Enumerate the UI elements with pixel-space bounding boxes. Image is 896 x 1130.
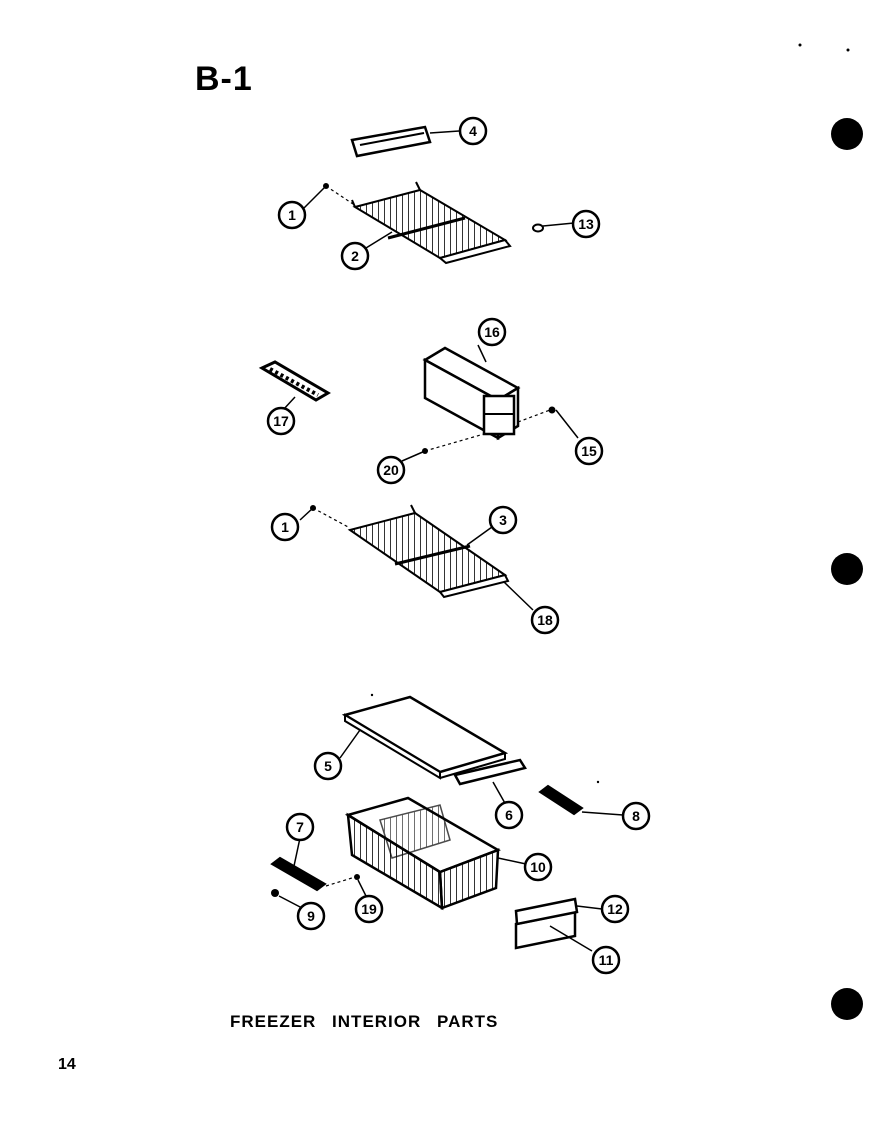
callout-8: 8 — [621, 801, 651, 831]
callout-1: 1 — [277, 200, 307, 230]
callout-label: 6 — [505, 807, 513, 823]
part-8-slide-rail-right — [538, 784, 624, 816]
part-7-slide-rail-left — [270, 837, 327, 892]
part-20-screw — [401, 433, 485, 462]
callout-16: 16 — [477, 317, 507, 347]
callout-label: 10 — [530, 859, 546, 875]
part-4-shelf-trim — [350, 125, 460, 158]
callout-6: 6 — [494, 800, 524, 830]
callout-13: 13 — [571, 209, 601, 239]
callout-label: 2 — [351, 248, 359, 264]
part-9-screw — [271, 889, 303, 909]
callout-1: 1 — [270, 512, 300, 542]
callout-20: 20 — [376, 455, 406, 485]
part-10-wire-basket — [344, 796, 527, 911]
part-17-ice-tray — [258, 360, 331, 411]
page-title: B-1 — [195, 60, 253, 98]
callout-label: 1 — [281, 519, 289, 535]
binder-hole — [831, 988, 863, 1020]
callout-label: 9 — [307, 908, 315, 924]
diagram-caption: FREEZER INTERIOR PARTS — [230, 1012, 499, 1031]
callout-label: 12 — [607, 901, 623, 917]
callout-12: 12 — [600, 894, 630, 924]
part-2-upper-wire-shelf — [351, 181, 512, 265]
part-6-cover-trim — [453, 758, 527, 806]
callout-17: 17 — [266, 406, 296, 436]
callout-label: 4 — [469, 123, 477, 139]
callout-4: 4 — [458, 116, 488, 146]
page-number: 14 — [58, 1056, 76, 1073]
callout-label: 7 — [296, 819, 304, 835]
callout-label: 11 — [599, 952, 614, 968]
callout-2: 2 — [340, 241, 370, 271]
part-1-screw-lower — [299, 505, 351, 529]
callout-label: 3 — [499, 512, 507, 528]
part-1-screw — [301, 183, 354, 211]
callout-label: 18 — [537, 612, 553, 628]
callout-label: 20 — [383, 462, 399, 478]
callout-label: 1 — [288, 207, 296, 223]
callout-label: 16 — [484, 324, 500, 340]
binder-hole — [831, 553, 863, 585]
callout-5: 5 — [313, 751, 343, 781]
callout-label: 17 — [273, 413, 289, 429]
callout-label: 15 — [581, 443, 597, 459]
part-19-screw — [325, 874, 367, 897]
callout-9: 9 — [296, 901, 326, 931]
callout-19: 19 — [354, 894, 384, 924]
part-15-fastener — [517, 406, 579, 439]
callout-label: 13 — [578, 216, 594, 232]
callout-label: 19 — [361, 901, 377, 917]
part-12-handle — [514, 897, 603, 926]
binder-hole — [831, 118, 863, 150]
callout-18: 18 — [530, 605, 560, 635]
callout-3: 3 — [488, 505, 518, 535]
callout-label: 5 — [324, 758, 332, 774]
part-3-lower-wire-shelf — [347, 504, 510, 599]
part-5-basket-cover — [339, 695, 509, 780]
callout-11: 11 — [591, 945, 621, 975]
part-13-clip — [532, 222, 575, 233]
callout-15: 15 — [574, 436, 604, 466]
callout-label: 8 — [632, 808, 640, 824]
callout-10: 10 — [523, 852, 553, 882]
callout-7: 7 — [285, 812, 315, 842]
part-16-ice-bin — [422, 344, 521, 441]
